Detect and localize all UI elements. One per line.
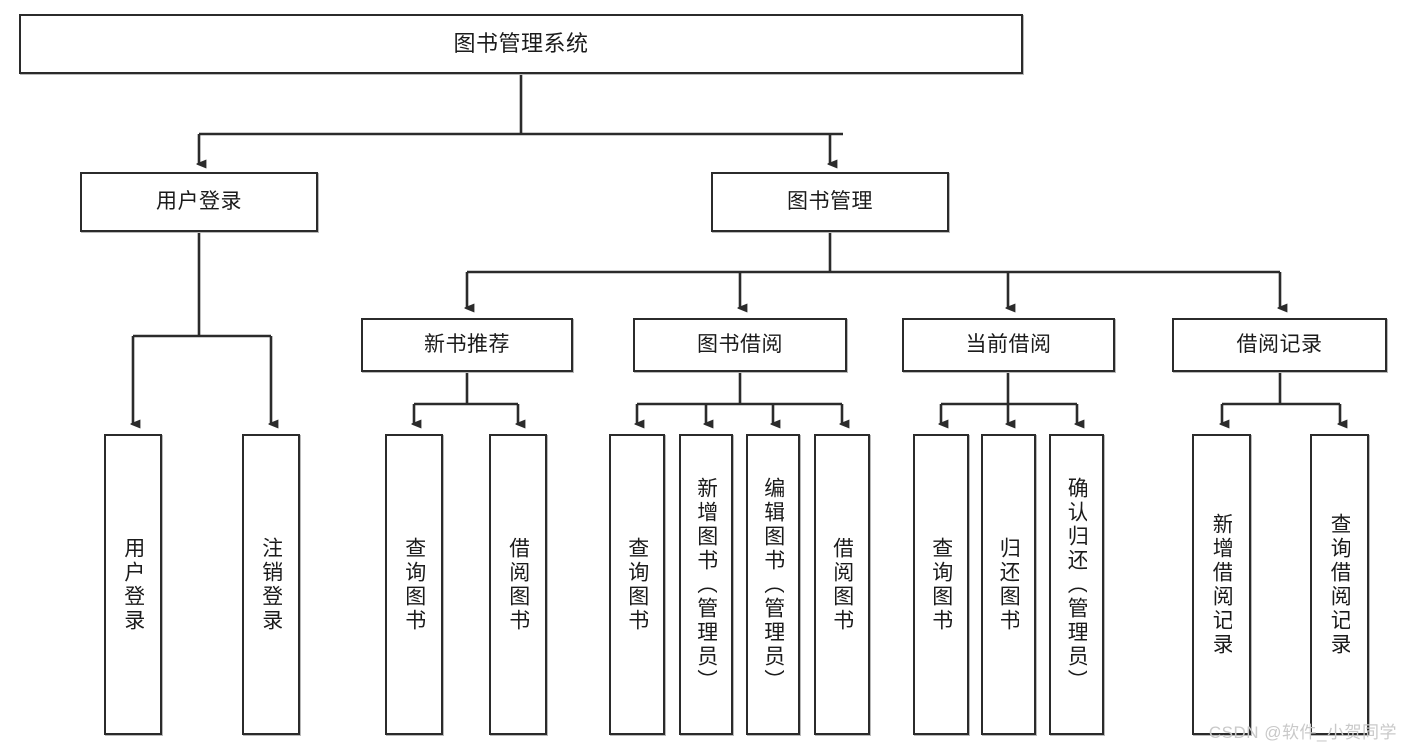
node-current-borrow[interactable]: 当前借阅 xyxy=(902,318,1115,372)
leaf-add-borrow-record[interactable]: 新增借阅记录 xyxy=(1192,434,1251,735)
node-label: 借阅记录 xyxy=(1236,332,1323,356)
node-user-login[interactable]: 用户登录 xyxy=(80,172,318,232)
node-book-borrow[interactable]: 图书借阅 xyxy=(633,318,847,372)
node-label: 借阅图书 xyxy=(507,536,529,633)
node-label: 查询图书 xyxy=(626,536,648,633)
node-label: 查询图书 xyxy=(930,536,952,633)
node-label: 新书推荐 xyxy=(424,332,510,356)
leaf-borrow-book-recommend[interactable]: 借阅图书 xyxy=(489,434,547,735)
node-label: 借阅图书 xyxy=(831,536,853,633)
leaf-query-borrow-record[interactable]: 查询借阅记录 xyxy=(1310,434,1369,735)
leaf-query-book-current[interactable]: 查询图书 xyxy=(913,434,969,735)
node-label: 用户登录 xyxy=(156,189,242,213)
leaf-return-book[interactable]: 归还图书 xyxy=(981,434,1036,735)
leaf-query-book-borrow[interactable]: 查询图书 xyxy=(609,434,665,735)
node-label: 查询图书 xyxy=(403,536,425,633)
node-book-management[interactable]: 图书管理 xyxy=(711,172,949,232)
leaf-add-book-admin[interactable]: 新增图书（管理员） xyxy=(679,434,733,735)
node-label: 用户登录 xyxy=(122,536,144,633)
node-label: 新增图书（管理员） xyxy=(695,476,717,693)
node-label: 图书管理 xyxy=(787,189,873,213)
node-label: 注销登录 xyxy=(260,536,282,633)
node-label: 图书借阅 xyxy=(697,332,783,356)
leaf-logout[interactable]: 注销登录 xyxy=(242,434,300,735)
node-root-system[interactable]: 图书管理系统 xyxy=(19,14,1023,74)
node-new-book-recommend[interactable]: 新书推荐 xyxy=(361,318,573,372)
leaf-query-book-recommend[interactable]: 查询图书 xyxy=(385,434,443,735)
node-label: 当前借阅 xyxy=(965,332,1052,356)
csdn-watermark: CSDN @软件_小贺同学 xyxy=(1208,723,1397,742)
node-label: 确认归还（管理员） xyxy=(1065,476,1088,693)
leaf-borrow-book[interactable]: 借阅图书 xyxy=(814,434,870,735)
leaf-user-login[interactable]: 用户登录 xyxy=(104,434,162,735)
node-label: 图书管理系统 xyxy=(453,31,589,57)
leaf-edit-book-admin[interactable]: 编辑图书（管理员） xyxy=(746,434,800,735)
node-label: 编辑图书（管理员） xyxy=(762,476,784,693)
leaf-confirm-return-admin[interactable]: 确认归还（管理员） xyxy=(1049,434,1104,735)
node-label: 新增借阅记录 xyxy=(1210,512,1233,657)
node-label: 查询借阅记录 xyxy=(1328,512,1351,657)
node-borrow-record[interactable]: 借阅记录 xyxy=(1172,318,1387,372)
node-label: 归还图书 xyxy=(997,536,1020,633)
